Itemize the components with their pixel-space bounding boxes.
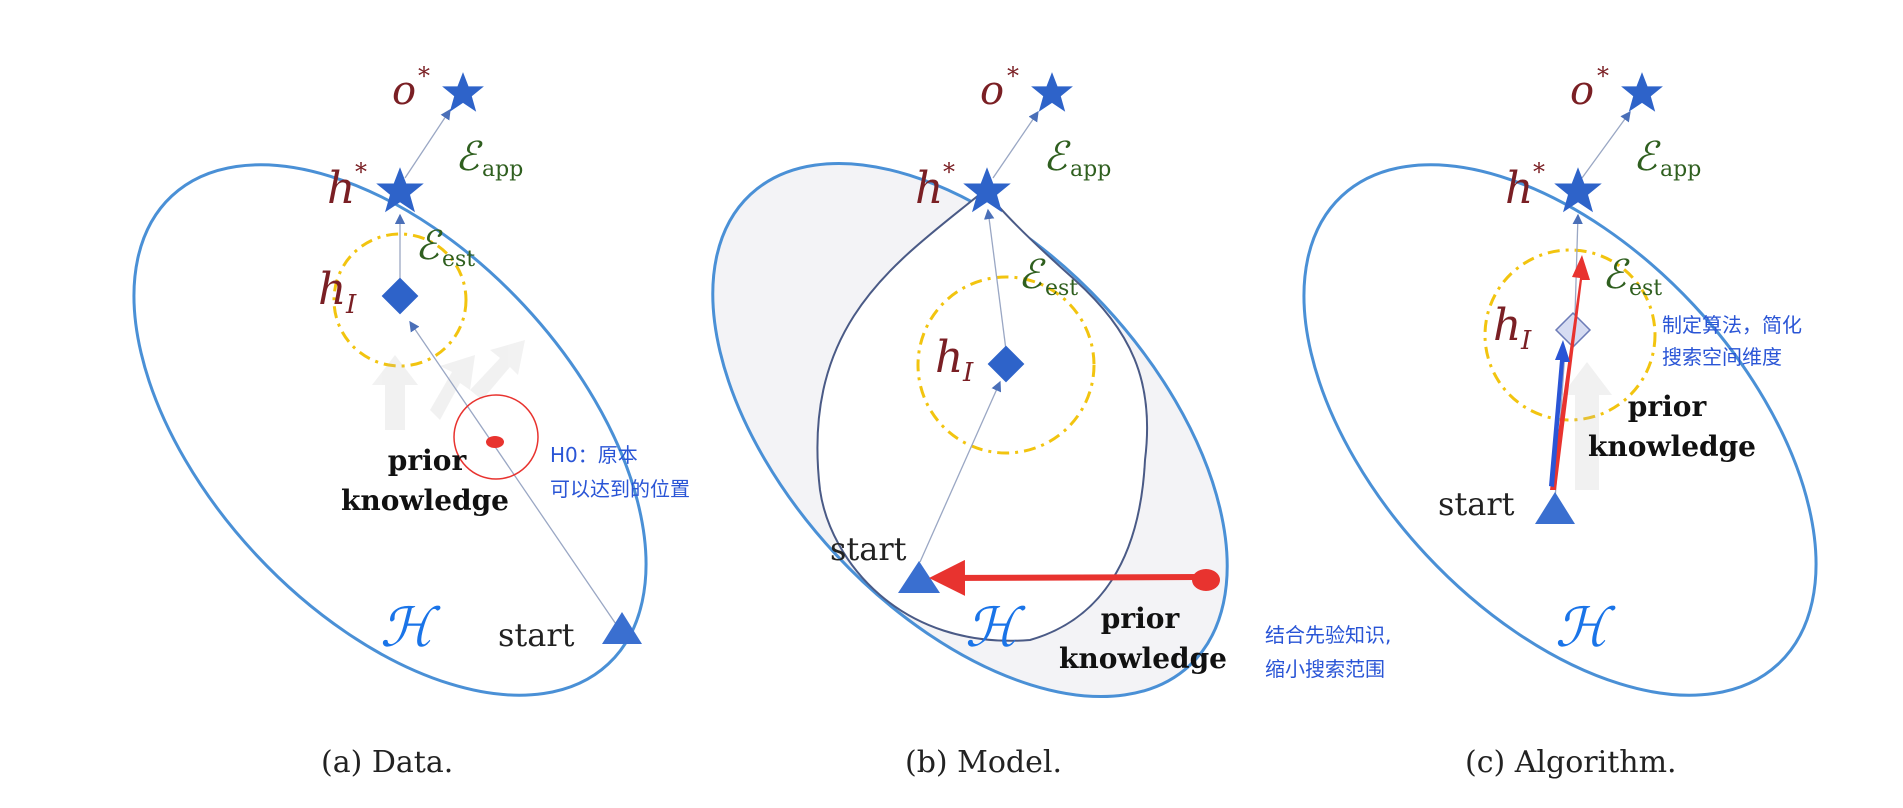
panel-b: o * ℰ app h * ℰ est h I start ℋ prior kn… bbox=[711, 62, 1391, 780]
prior-knowledge-arrow bbox=[1562, 362, 1612, 490]
model-note-line1: 结合先验知识, bbox=[1265, 623, 1391, 647]
space-H-label: ℋ bbox=[1555, 596, 1616, 659]
hI-diamond bbox=[987, 345, 1025, 383]
e-est-sub: est bbox=[442, 247, 475, 272]
h-star-label: h bbox=[915, 163, 943, 214]
hI-diamond bbox=[381, 277, 419, 315]
path-hstar-to-ostar bbox=[1581, 110, 1631, 179]
hI-sub: I bbox=[1520, 326, 1532, 356]
space-H-label: ℋ bbox=[380, 596, 441, 659]
start-triangle bbox=[1535, 492, 1575, 524]
hI-label: h bbox=[935, 332, 963, 383]
estimation-circle bbox=[1483, 248, 1657, 422]
h0-note-line1: H0：原本 bbox=[550, 443, 638, 467]
o-star-label: o bbox=[980, 68, 1004, 114]
e-app-sub: app bbox=[1660, 157, 1701, 182]
hI-label: h bbox=[318, 264, 346, 315]
e-app-sub: app bbox=[482, 157, 523, 182]
model-region-boundary bbox=[816, 188, 1149, 642]
estimation-circle bbox=[332, 232, 468, 368]
caption-a: (a) Data. bbox=[321, 745, 453, 780]
o-star-marker bbox=[1621, 72, 1663, 112]
h-star-marker bbox=[1554, 167, 1602, 213]
estimation-circle bbox=[916, 275, 1096, 455]
caption-c: (c) Algorithm. bbox=[1465, 745, 1677, 780]
hypothesis-space-ellipse bbox=[132, 163, 648, 697]
prior-label-2: knowledge bbox=[341, 484, 509, 517]
o-star-label: o bbox=[392, 68, 416, 114]
prior-label-1: prior bbox=[1101, 602, 1181, 635]
algorithm-note-line1: 制定算法，简化 bbox=[1662, 313, 1802, 337]
o-star-sup: * bbox=[418, 62, 430, 90]
prior-label-1: prior bbox=[1628, 390, 1708, 423]
path-start-to-hI bbox=[409, 320, 621, 631]
prior-knowledge-arrows bbox=[372, 340, 525, 430]
algorithm-blue-arrow bbox=[1549, 340, 1570, 487]
hI-label: h bbox=[1493, 300, 1521, 351]
path-hI-to-hstar bbox=[1572, 213, 1583, 316]
start-label: start bbox=[498, 616, 575, 654]
h-star-label: h bbox=[1505, 163, 1533, 214]
h-star-sup: * bbox=[355, 158, 367, 186]
o-star-marker bbox=[1031, 72, 1073, 112]
prior-knowledge-red-arrow bbox=[929, 559, 1201, 596]
start-label: start bbox=[830, 530, 907, 568]
prior-label-2: knowledge bbox=[1059, 642, 1227, 675]
path-hstar-to-ostar bbox=[992, 110, 1039, 179]
start-triangle bbox=[602, 612, 642, 644]
h0-annotation-dot bbox=[486, 436, 504, 448]
h0-annotation-circle bbox=[453, 394, 539, 480]
hypothesis-space-ellipse bbox=[1302, 163, 1818, 697]
e-app-sub: app bbox=[1070, 157, 1111, 182]
o-star-marker bbox=[442, 72, 484, 112]
red-arrow-origin-blob bbox=[1192, 569, 1220, 591]
e-est-sub: est bbox=[1045, 276, 1078, 301]
e-est-label: ℰ bbox=[1018, 252, 1046, 298]
h-star-sup: * bbox=[1533, 158, 1545, 186]
e-app-label: ℰ bbox=[455, 134, 483, 180]
o-star-sup: * bbox=[1007, 62, 1019, 90]
hI-sub: I bbox=[962, 358, 974, 388]
path-start-to-hI bbox=[919, 380, 1002, 563]
h0-note-line2: 可以达到的位置 bbox=[550, 477, 690, 501]
start-label: start bbox=[1438, 485, 1515, 523]
panel-c: o * ℰ app h * ℰ est h I 制定算法，简化 搜索空间维度 p… bbox=[1302, 62, 1818, 780]
hI-sub: I bbox=[345, 290, 357, 320]
caption-b: (b) Model. bbox=[905, 745, 1062, 780]
space-H-label: ℋ bbox=[965, 596, 1026, 659]
panel-a: o * ℰ app h * ℰ est h I prior knowledge … bbox=[132, 62, 690, 780]
path-hstar-to-ostar bbox=[404, 108, 451, 179]
algorithm-note-line2: 搜索空间维度 bbox=[1662, 345, 1782, 369]
o-star-sup: * bbox=[1597, 62, 1609, 90]
prior-label-2: knowledge bbox=[1588, 430, 1756, 463]
o-star-label: o bbox=[1570, 68, 1594, 114]
algorithm-red-arrow bbox=[1550, 255, 1590, 490]
model-note-line2: 缩小搜索范围 bbox=[1265, 657, 1385, 681]
h-star-label: h bbox=[327, 163, 355, 214]
e-app-label: ℰ bbox=[1043, 134, 1071, 180]
h-star-sup: * bbox=[943, 158, 955, 186]
e-est-label: ℰ bbox=[1602, 252, 1630, 298]
prior-label-1: prior bbox=[388, 444, 468, 477]
e-app-label: ℰ bbox=[1633, 134, 1661, 180]
path-hI-to-hstar bbox=[984, 208, 1007, 351]
e-est-sub: est bbox=[1629, 276, 1662, 301]
e-est-label: ℰ bbox=[415, 223, 443, 269]
